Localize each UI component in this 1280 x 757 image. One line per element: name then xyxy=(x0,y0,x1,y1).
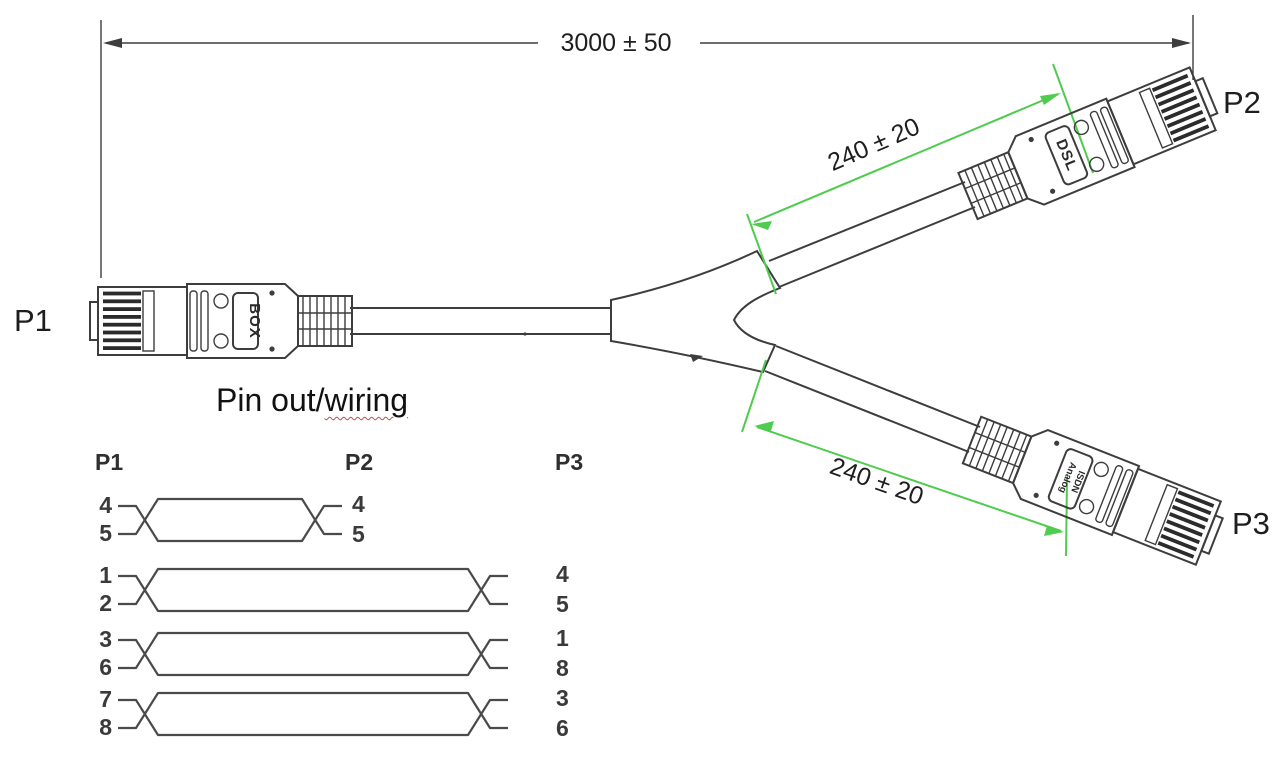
overall-dimension-label: 3000 ± 50 xyxy=(560,29,671,57)
pin-label: 5 xyxy=(556,591,569,617)
pinout-header-p3: P3 xyxy=(555,449,583,475)
pin-label: 3 xyxy=(99,626,112,652)
main-cable xyxy=(350,307,612,336)
latch-bar xyxy=(1138,87,1174,149)
green-extension-right xyxy=(1052,63,1094,174)
body-dot xyxy=(1028,136,1034,143)
pin-label: 8 xyxy=(556,655,569,681)
pinout-header-p1: P1 xyxy=(95,449,123,475)
y-splitter-boot xyxy=(610,249,782,374)
plug-nose xyxy=(1200,514,1225,555)
p1-label: P1 xyxy=(14,303,52,338)
pin-contacts xyxy=(1151,73,1210,143)
label-plate xyxy=(1044,125,1089,186)
green-arrowhead-left-icon xyxy=(754,421,774,431)
latch-slot xyxy=(1105,469,1134,528)
pinout-diagram: P1 P2 P3 4 5 4 5 1 2 4 5 3 6 1 8 xyxy=(95,449,583,741)
pin-label: 5 xyxy=(99,520,112,546)
body-dot xyxy=(269,346,275,352)
wire-pair-3: 3 6 1 8 xyxy=(99,625,569,681)
screw-hole xyxy=(1078,498,1095,515)
overall-dimension: 3000 ± 50 xyxy=(100,15,1194,278)
strain-relief xyxy=(297,295,353,347)
pin-contacts xyxy=(103,291,141,350)
pin-label: 7 xyxy=(99,686,112,712)
screw-hole xyxy=(1093,461,1109,478)
green-arrowhead-left-icon xyxy=(751,221,772,230)
latch-slot xyxy=(189,290,198,352)
green-extension-left xyxy=(741,359,767,433)
p2-connector: DSL xyxy=(957,66,1219,221)
branch-cable-top xyxy=(768,181,976,288)
pin-label: 4 xyxy=(352,491,365,517)
wire-pair-1: 4 5 4 5 xyxy=(99,491,365,547)
body-dot xyxy=(1054,440,1060,446)
body-dot xyxy=(269,290,275,296)
label-plate xyxy=(1047,448,1094,510)
pin-label: 8 xyxy=(99,714,112,740)
pin-label: 6 xyxy=(99,654,112,680)
plug-nose xyxy=(1194,76,1219,118)
connector-body xyxy=(1011,429,1141,537)
connector-body xyxy=(186,283,299,359)
body-dot xyxy=(1033,492,1039,498)
pinout-title: Pin out/wiring xyxy=(216,382,408,419)
arrowhead-left-icon xyxy=(103,38,122,48)
green-dimension-line xyxy=(756,426,1062,532)
screw-hole xyxy=(213,333,229,349)
green-arrowhead-right-icon xyxy=(1040,93,1061,105)
p3-connector: ISDN Analog xyxy=(961,415,1225,567)
pin-contacts xyxy=(1157,490,1215,559)
p2-label: P2 xyxy=(1223,85,1261,120)
wire-pair-2: 1 2 4 5 xyxy=(99,561,569,617)
label-plate xyxy=(232,292,259,350)
pinout-title-part1: Pin out/ xyxy=(216,382,325,418)
latch-slot xyxy=(1099,106,1129,165)
latch-slot xyxy=(1095,465,1124,524)
branch-cable-bottom xyxy=(764,345,981,453)
latch-bar xyxy=(142,290,155,352)
green-extension-left xyxy=(746,213,777,295)
screw-hole xyxy=(1088,156,1105,173)
latch-bar xyxy=(1144,483,1179,546)
pinout-header-p2: P2 xyxy=(345,449,373,475)
pin-label: 5 xyxy=(352,521,365,547)
screw-hole xyxy=(213,293,229,309)
green-dimension-line xyxy=(753,93,1059,223)
branch-dimension-top: 240 ± 20 xyxy=(746,63,1094,295)
pin-label: 4 xyxy=(556,561,569,587)
pin-label: 1 xyxy=(99,562,112,588)
pin-label: 2 xyxy=(99,590,112,616)
branch-top-dimension-label: 240 ± 20 xyxy=(824,112,924,176)
body-dot xyxy=(1050,188,1056,194)
connector-body xyxy=(1007,97,1136,206)
pin-label: 4 xyxy=(99,492,112,518)
green-arrowhead-right-icon xyxy=(1044,526,1064,536)
screw-hole xyxy=(1073,119,1090,136)
plug-nose xyxy=(89,301,99,341)
arrowhead-right-icon xyxy=(1172,38,1191,48)
cable-mark-dot xyxy=(523,332,527,336)
pinout-title-part2: wiring xyxy=(324,382,409,418)
p1-connector: BOX xyxy=(89,283,353,359)
pin-label: 1 xyxy=(556,625,569,651)
pin-label: 3 xyxy=(556,685,569,711)
p3-label: P3 xyxy=(1232,506,1270,541)
wire-pair-4: 7 8 3 6 xyxy=(99,685,569,741)
pin-label: 6 xyxy=(556,715,569,741)
mold-arrow-mark-icon xyxy=(690,354,703,362)
branch-bottom-dimension-label: 240 ± 20 xyxy=(826,452,927,511)
latch-slot xyxy=(1089,110,1119,169)
latch-slot xyxy=(200,290,209,352)
p2-body-label: DSL xyxy=(1052,137,1080,174)
p1-body-label: BOX xyxy=(246,303,263,339)
